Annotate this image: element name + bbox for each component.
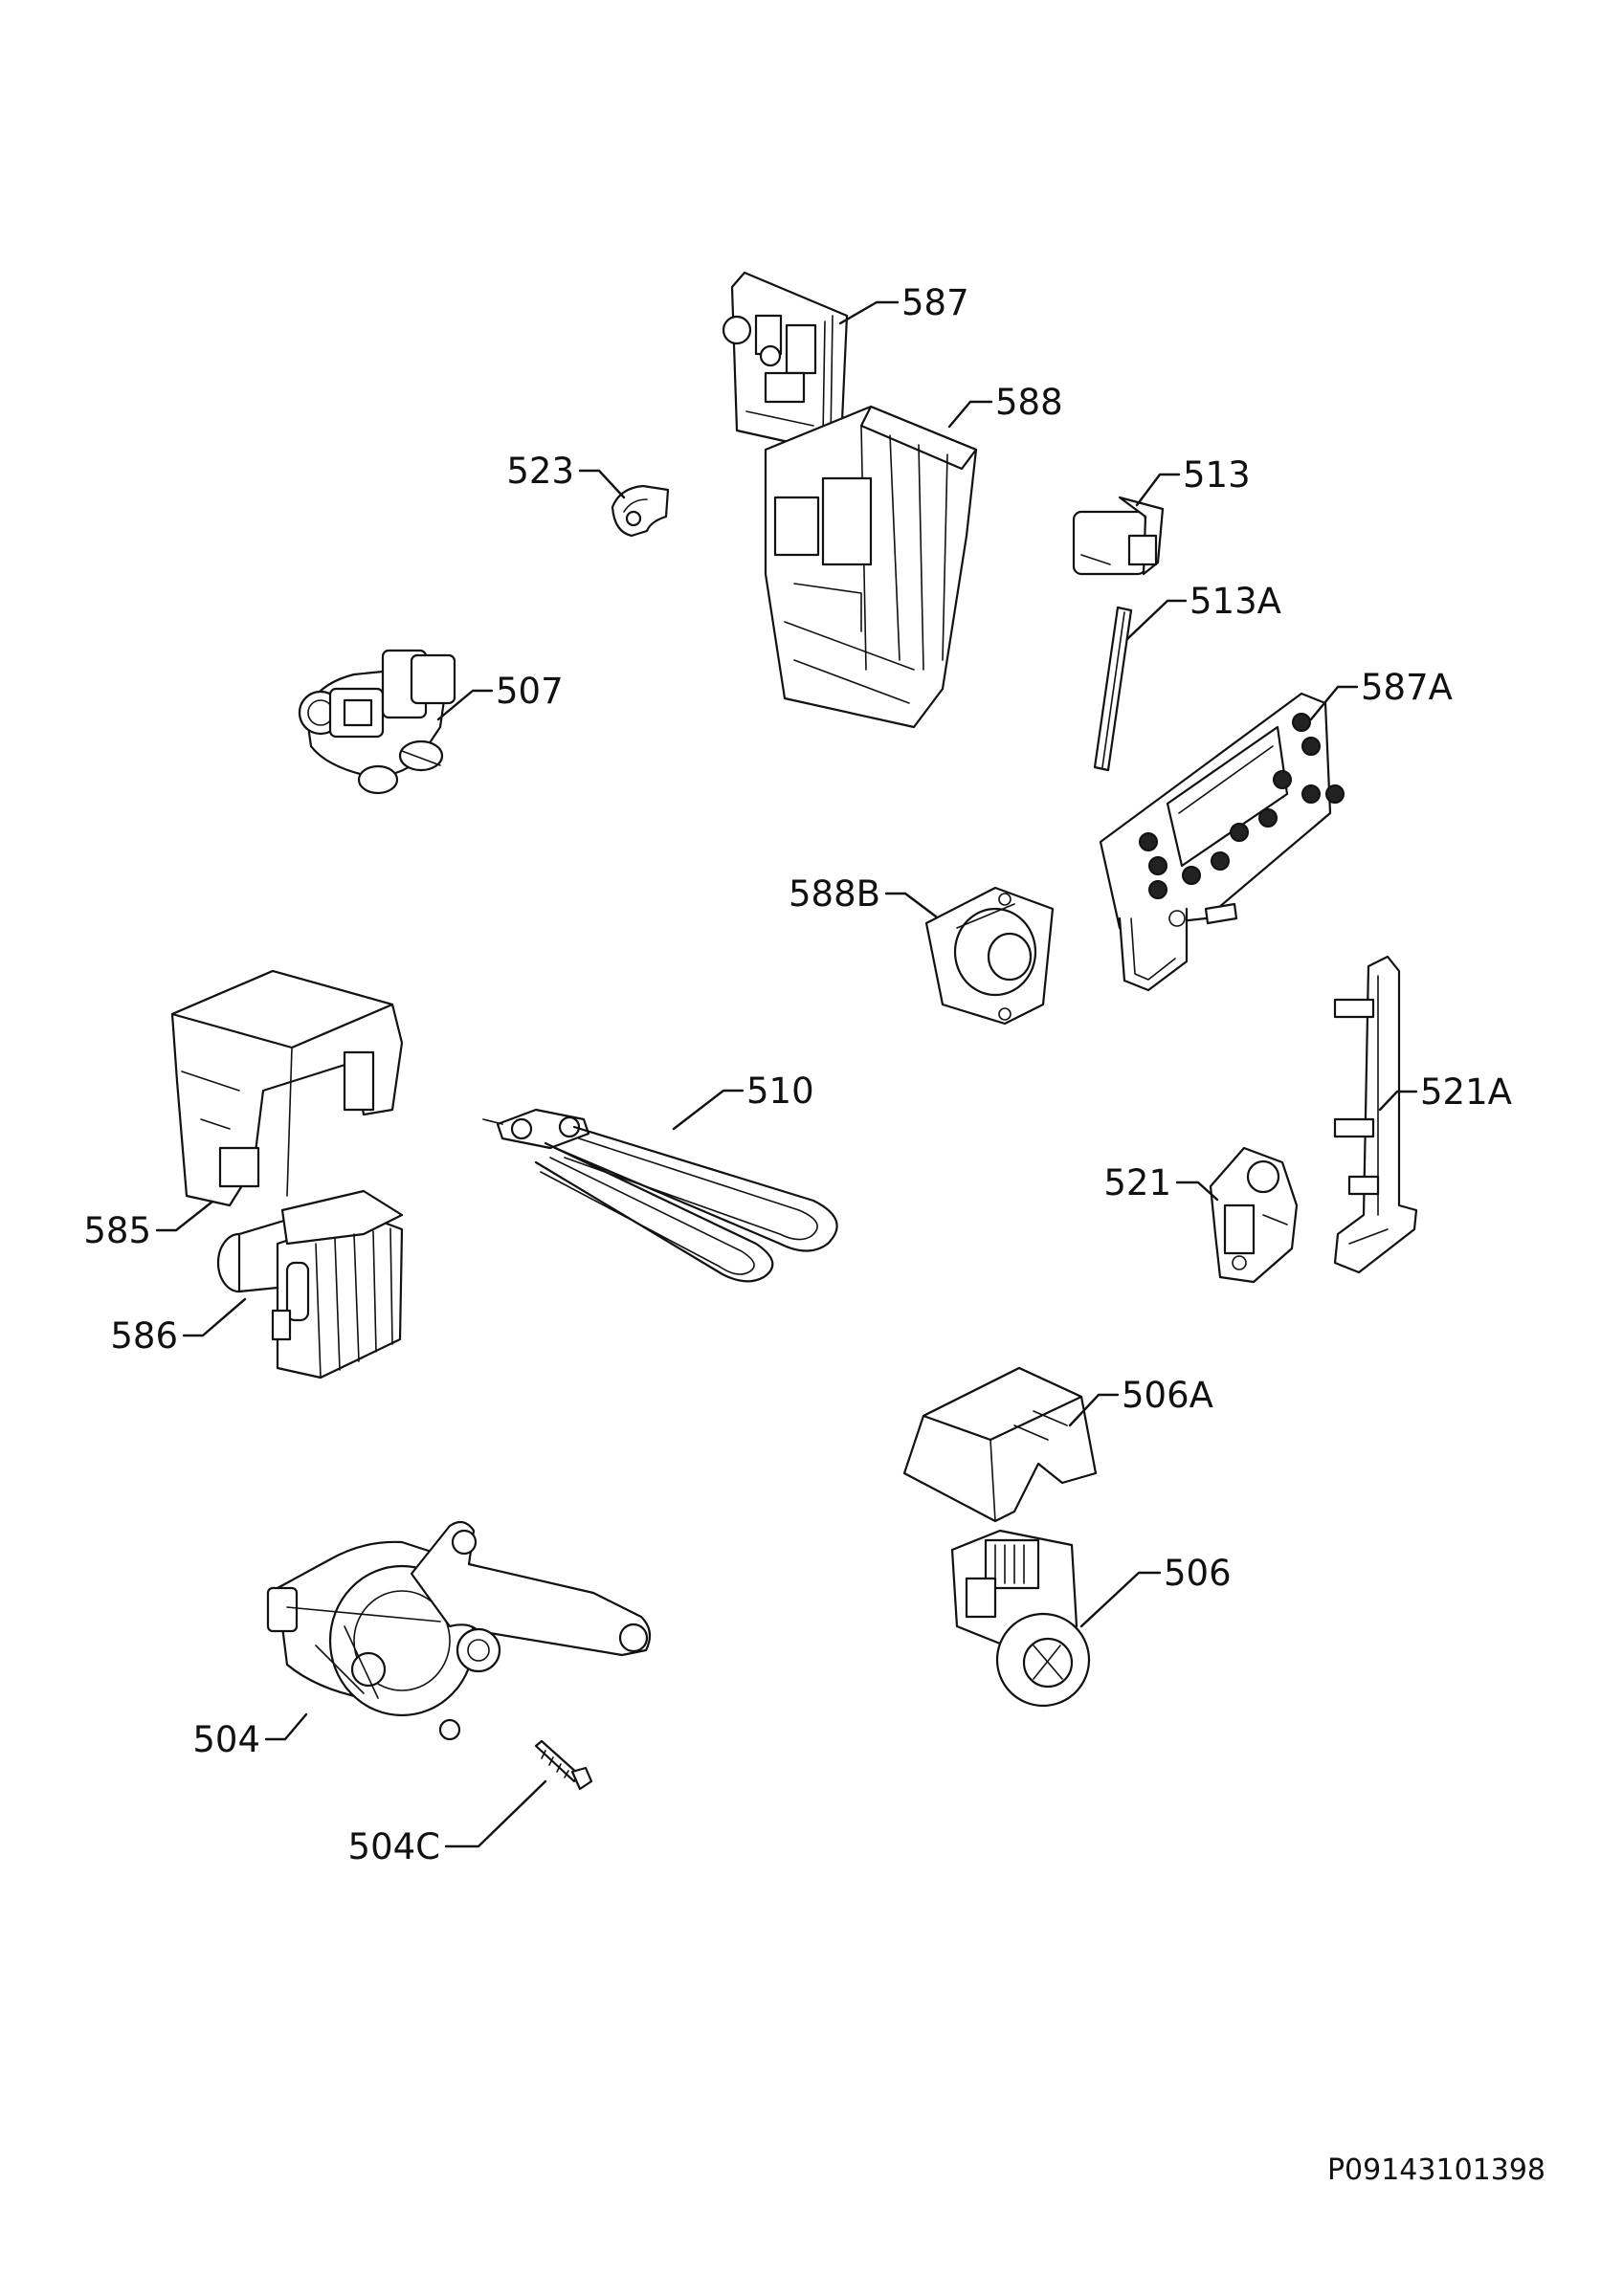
callout-523: 523 [506,451,574,492]
part-506A-pump-cover-drawing [902,1366,1098,1523]
leader-504 [264,1712,308,1741]
leader-587 [838,300,900,325]
callout-506A: 506A [1122,1375,1213,1416]
callout-513: 513 [1183,454,1251,496]
part-521-sensor-drawing [1209,1146,1299,1284]
callout-587A: 587A [1361,667,1453,708]
leader-lines [155,300,1418,1848]
callout-587: 587 [901,282,969,323]
part-523-clip-drawing [611,484,670,538]
part-510-heating-element-drawing [482,1108,838,1283]
part-587A-display-board-drawing [1099,692,1345,992]
part-586-inverter-module-drawing [216,1189,404,1380]
leader-506A [1068,1393,1120,1427]
part-513A-rod-drawing [1093,606,1133,772]
part-521A-rail-drawing [1333,955,1418,1274]
callout-507: 507 [496,671,564,712]
part-507-inlet-valve-drawing [298,649,456,795]
part-587-electronic-board-drawing [722,271,849,452]
part-588B-pressure-sensor-drawing [924,886,1055,1026]
callout-588: 588 [995,382,1063,423]
callout-labels: 587 588 523 513 513A 507 587A 588B 510 5… [83,282,1512,1867]
leader-587A [1309,685,1359,721]
leader-588B [884,892,938,918]
callout-585: 585 [83,1210,151,1251]
callout-521A: 521A [1420,1071,1512,1113]
leader-588 [947,400,993,429]
leader-585 [155,1200,214,1232]
callout-586: 586 [110,1315,178,1357]
part-588-board-housing-drawing [764,405,978,729]
leader-513A [1125,599,1188,641]
leader-586 [182,1297,247,1337]
callout-521: 521 [1103,1162,1171,1203]
leader-507 [436,689,494,721]
callout-588B: 588B [789,873,880,915]
document-id: P09143101398 [1327,2153,1545,2187]
leader-506 [1079,1571,1162,1628]
callout-513A: 513A [1189,581,1281,622]
callout-504C: 504C [348,1826,440,1867]
part-506-drain-pump-drawing [950,1529,1091,1708]
callout-506: 506 [1164,1553,1232,1594]
part-504C-screw-drawing [534,1739,593,1791]
callout-510: 510 [746,1071,814,1112]
callout-504: 504 [192,1719,260,1760]
part-504-motor-drawing [266,1520,652,1741]
leader-521A [1378,1090,1418,1112]
leader-510 [672,1089,745,1131]
leader-504C [444,1779,547,1848]
leader-523 [578,469,626,499]
leader-513 [1135,473,1181,507]
leader-521 [1175,1181,1219,1202]
part-513-thermal-switch-drawing [1072,496,1165,576]
part-585-cover-drawing [170,969,404,1207]
